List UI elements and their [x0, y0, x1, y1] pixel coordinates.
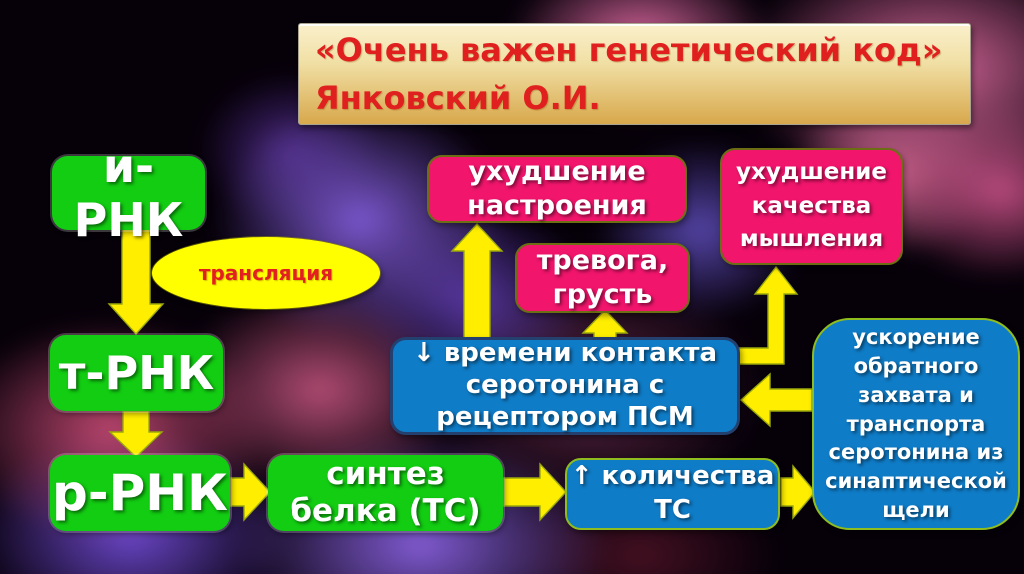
slide-title: «Очень важен генетический код» Янковский… [298, 23, 971, 125]
node-translation-label: трансляция [198, 261, 334, 285]
arrow-irnk-to-trnk [107, 228, 165, 336]
arrow-reuptake-to-contact [739, 372, 813, 428]
node-anxiety-sadness-label: тревога, грусть [536, 245, 669, 310]
arrow-contact-to-mood [450, 222, 504, 339]
arrow-sintez-to-amount [503, 462, 567, 522]
slide-title-text: «Очень важен генетический код» Янковский… [315, 31, 943, 117]
arrow-contact-to-anxiety [581, 308, 629, 341]
node-irnk: и-РНК [52, 139, 205, 247]
node-mood-worsening: ухудшение настроения [427, 155, 687, 223]
arrow-trnk-to-rrnk [108, 410, 164, 458]
node-thinking-quality-label: ухудшение качества мышления [735, 159, 888, 253]
node-trnk: т-РНК [50, 335, 223, 411]
node-reuptake-acceleration-label: ускорение обратного захвата и транспорта… [825, 324, 1007, 523]
node-trnk-label: т-РНК [58, 346, 215, 400]
node-protein-synthesis-label: синтез белка (ТС) [290, 455, 481, 529]
node-mood-worsening-label: ухудшение настроения [467, 156, 647, 221]
node-ts-amount-label: ↑ количества ТС [570, 461, 775, 525]
node-contact-time-label: ↓ времени контакта серотонина с рецептор… [412, 338, 717, 432]
node-ts-amount: ↑ количества ТС [565, 458, 780, 530]
node-reuptake-acceleration: ускорение обратного захвата и транспорта… [812, 318, 1020, 530]
node-contact-time: ↓ времени контакта серотонина с рецептор… [390, 337, 740, 435]
arrow-contact-to-thinking [737, 265, 799, 365]
node-rrnk-label: р-РНК [52, 464, 228, 522]
node-anxiety-sadness: тревога, грусть [515, 243, 690, 313]
node-translation-ellipse: трансляция [152, 237, 380, 309]
arrow-rrnk-to-sintez [230, 462, 271, 522]
arrow-amount-to-reuptake [780, 464, 816, 520]
node-irnk-label: и-РНК [73, 139, 184, 247]
node-rrnk: р-РНК [50, 455, 230, 531]
node-thinking-quality: ухудшение качества мышления [720, 148, 903, 265]
node-protein-synthesis: синтез белка (ТС) [268, 455, 503, 531]
